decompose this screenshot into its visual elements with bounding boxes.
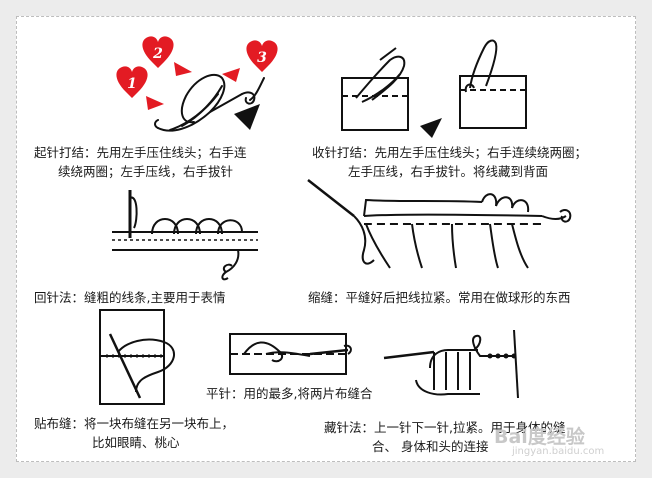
step-3-number: 3 [257, 50, 267, 66]
end-knot-caption-line2: 左手压线，右手拔针。将线藏到背面 [348, 164, 549, 179]
start-knot-caption-line1: 起针打结：先用左手压住线头；右手连 [34, 145, 247, 160]
red-arrow-3 [222, 68, 240, 82]
ladder-stitch-caption-line1: 藏针法：上一针下一针,拉紧。用于身体的缝 [324, 420, 566, 435]
gathering-stitch-caption: 缩缝：平缝好后把线拉紧。常用在做球形的东西 [308, 290, 571, 305]
fabric-piece-left [341, 77, 409, 131]
ladder-stitch-diagram [383, 329, 519, 399]
step-3-heart: 3 [246, 40, 278, 72]
start-knot-caption-line2: 续绕两圈；左手压线，右手拔针 [58, 164, 234, 179]
running-stitch-caption: 平针：用的最多,将两片布缝合 [206, 386, 373, 401]
red-arrow-2 [174, 62, 192, 76]
applique-caption-line1: 贴布缝：将一块布缝在另一块布上， [34, 416, 235, 431]
start-knot-diagram: 1 2 3 [116, 36, 278, 132]
step-2-heart: 2 [142, 36, 174, 68]
ladder-stitch-caption-line2: 合、 身体和头的连接 [372, 439, 489, 454]
applique-patch [99, 309, 165, 357]
backstitch-diagram [112, 190, 258, 281]
applique-caption-line2: 比如眼睛、桃心 [92, 435, 180, 450]
applique-stitch-diagram [99, 309, 175, 405]
step-1-heart: 1 [116, 66, 148, 98]
step-2-number: 2 [152, 46, 163, 62]
end-knot-arrow-icon [420, 118, 442, 138]
backstitch-caption: 回针法：缝粗的线条,主要用于表情 [34, 290, 226, 305]
red-arrow-1 [146, 96, 164, 110]
baidu-watermark: Bai度经验 [494, 426, 585, 448]
gathering-stitch-diagram [307, 179, 572, 269]
baidu-watermark-url: jingyan.baidu.com [512, 446, 605, 457]
needle-pointer-icon [234, 104, 260, 130]
end-knot-caption-line1: 收针打结：先用左手压住线头；右手连续绕两圈； [312, 145, 588, 160]
end-knot-diagram [341, 39, 527, 138]
running-stitch-diagram [229, 333, 352, 375]
step-1-number: 1 [127, 76, 137, 92]
fabric-piece-right [459, 75, 527, 129]
